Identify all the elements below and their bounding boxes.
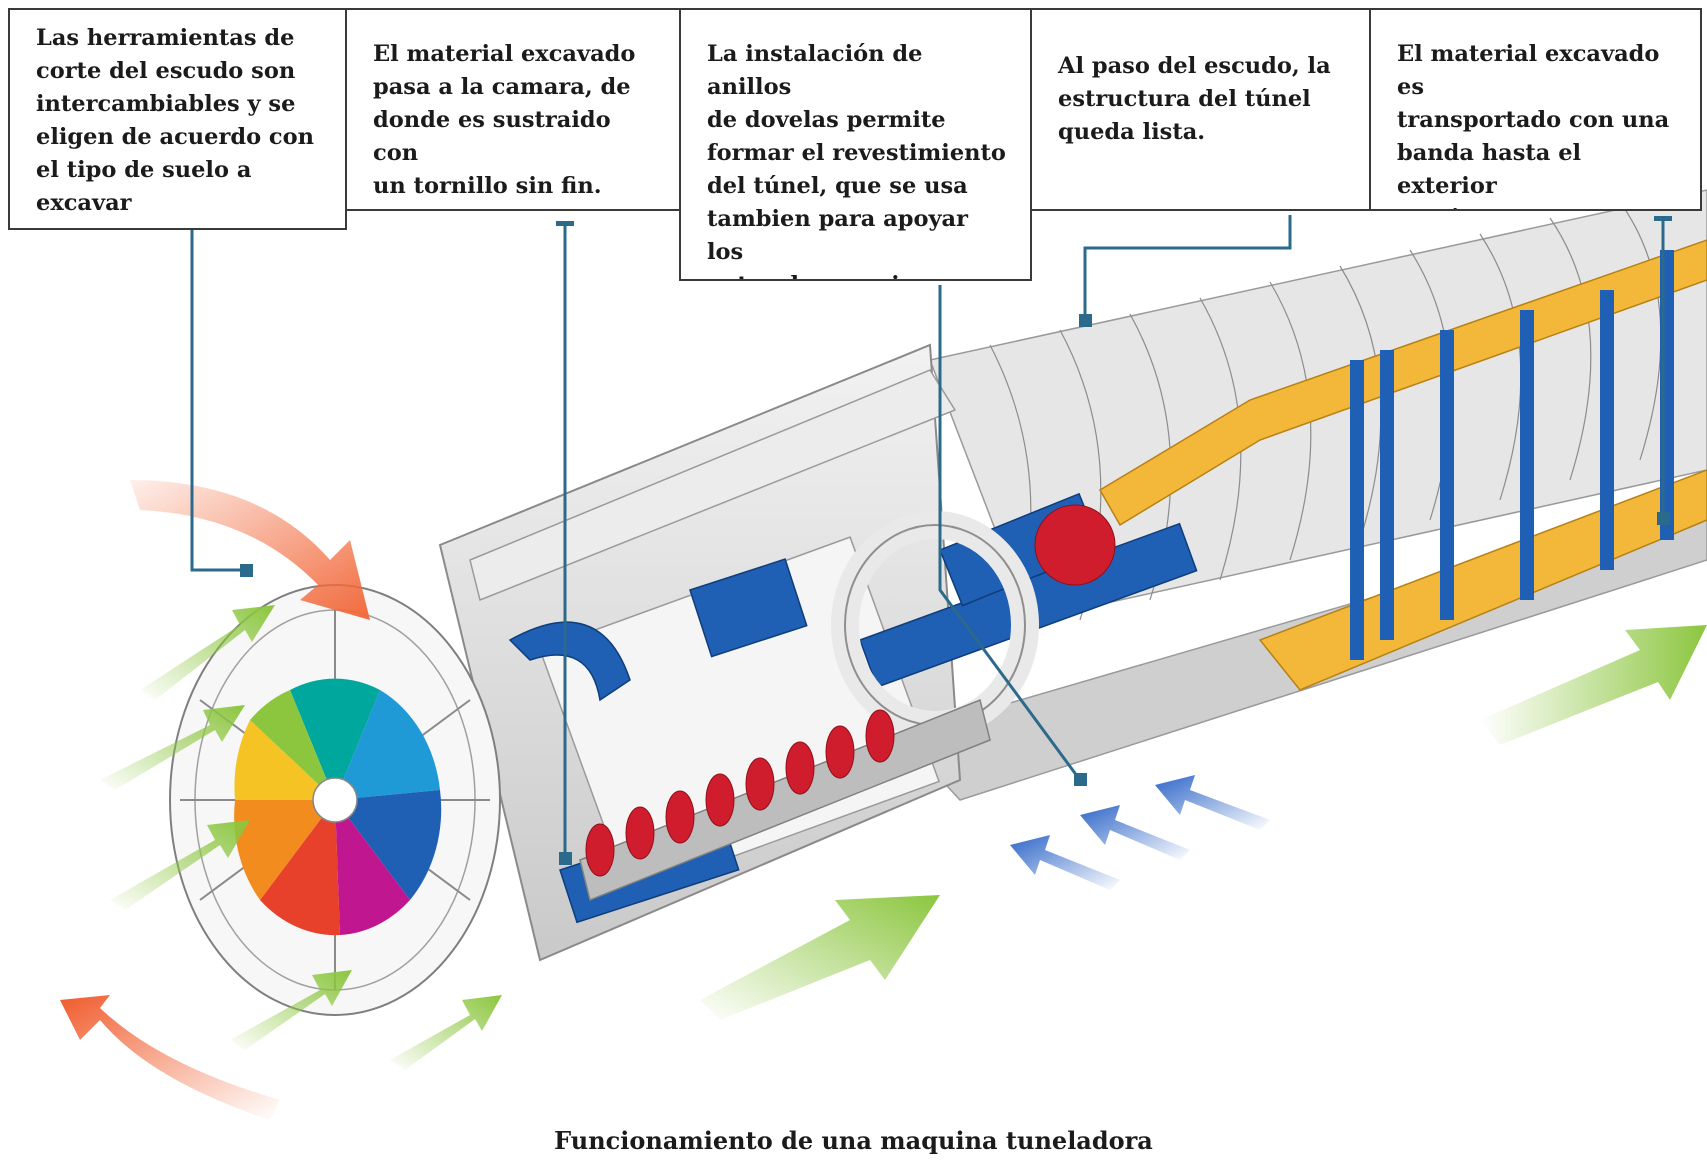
orange-arrow-top [130, 480, 370, 620]
orange-arrow-bottom [60, 995, 280, 1120]
flow-arrows [60, 480, 1707, 1120]
callout-excavation-chamber: El material excavado pasa a la camara, d… [345, 8, 681, 211]
figure-caption: Funcionamiento de una maquina tuneladora [554, 1126, 1153, 1155]
conveyor-belt [1098, 239, 1707, 691]
leader-endpoints [240, 216, 1672, 865]
blue-arrows [1010, 775, 1270, 890]
callout-cutting-tools: Las herramientas de corte del escudo son… [8, 8, 347, 230]
green-arrow-bottom [700, 895, 940, 1020]
callout-tunnel-structure: Al paso del escudo, la estructura del tú… [1030, 8, 1371, 211]
green-arrow-right [1480, 625, 1707, 745]
callout-segment-rings: La instalación de anillos de dovelas per… [679, 8, 1032, 281]
leader-line-3 [938, 285, 1082, 781]
callout-conveyor: El material excavado es transportado con… [1369, 8, 1702, 211]
leader-line-4 [1083, 215, 1292, 320]
cutter-head [169, 584, 501, 1016]
leader-lines [190, 215, 1665, 860]
screw-conveyor [579, 504, 1116, 902]
green-arrow-left [100, 605, 502, 1070]
leader-line-1 [190, 230, 245, 572]
